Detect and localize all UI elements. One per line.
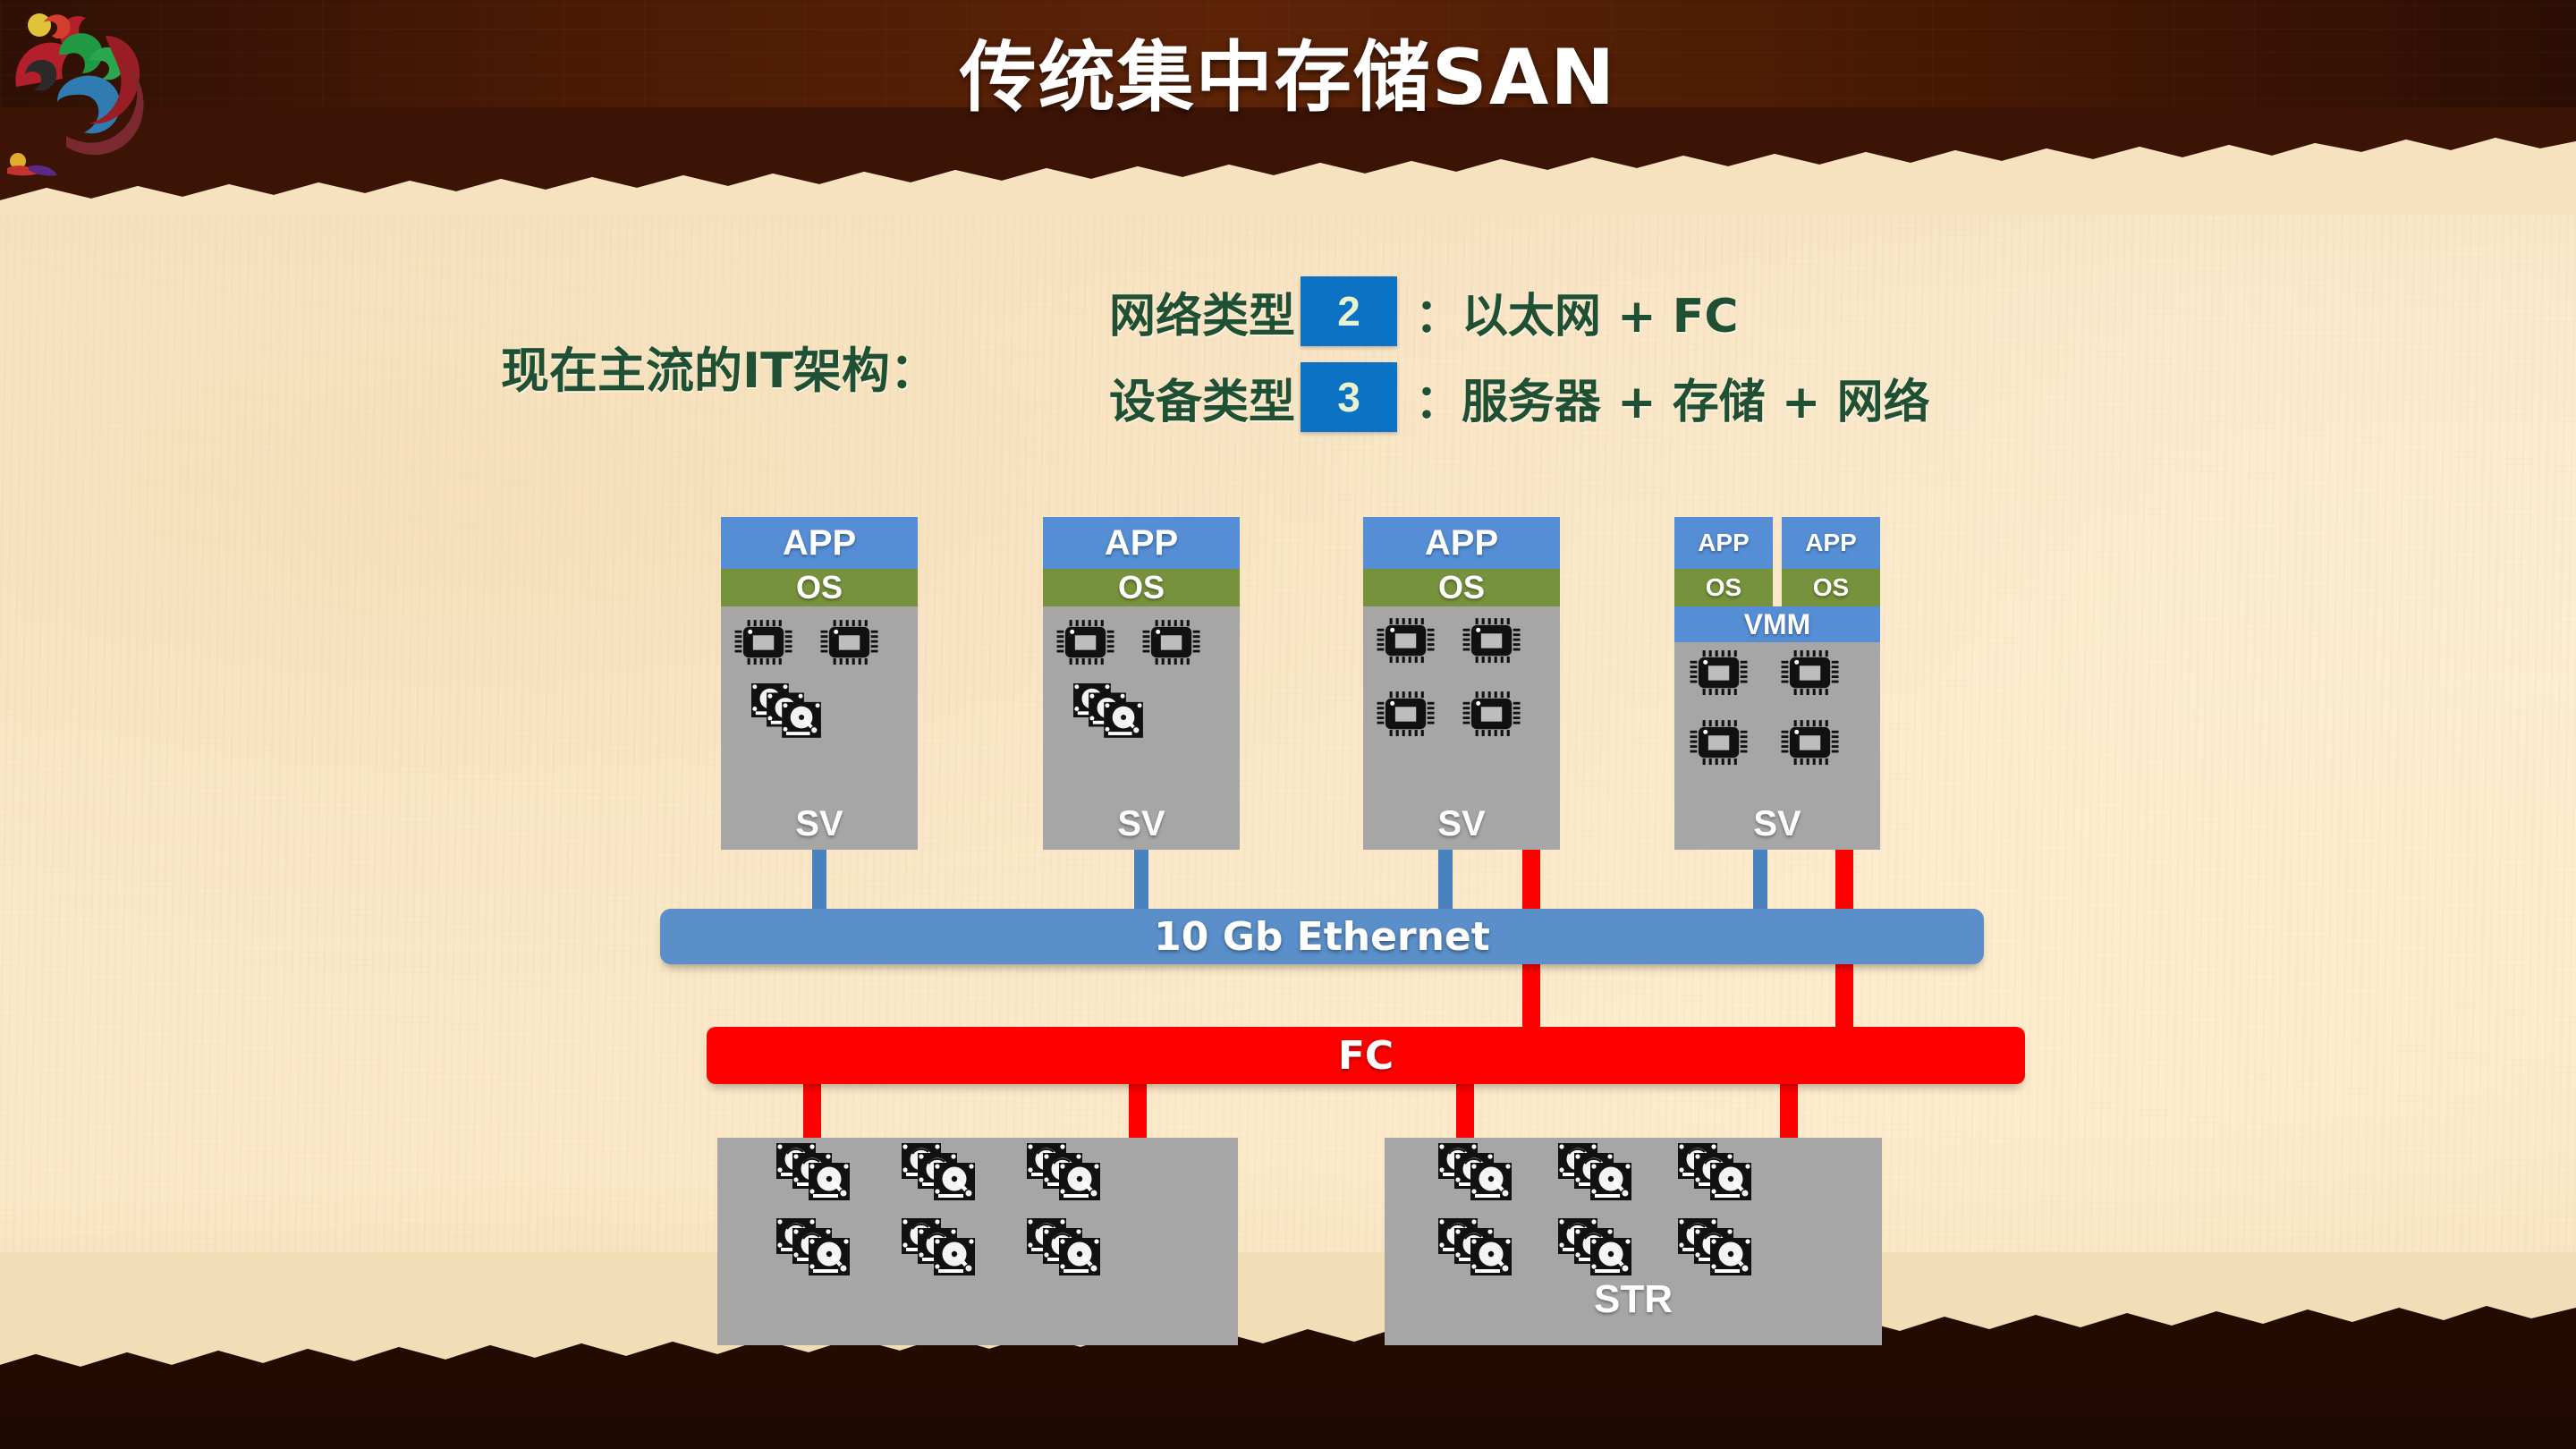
- server-4-vm-1: APP OS: [1674, 517, 1773, 606]
- fc-bus[interactable]: FC: [707, 1027, 2025, 1084]
- headline-text: 现在主流的IT架构：: [501, 343, 938, 399]
- storage-array-right-label: STR: [1594, 1277, 1673, 1321]
- server-2-hardware-icons: [1056, 620, 1200, 738]
- link-eth-server-2: [1134, 850, 1148, 909]
- server-1-chassis-label: SV: [795, 804, 843, 843]
- server-3-os-label: OS: [1363, 569, 1560, 606]
- server-2-os-label: OS: [1043, 569, 1240, 606]
- server-2[interactable]: APP OS: [1043, 517, 1240, 850]
- server-1-os-label: OS: [721, 569, 918, 606]
- fc-bus-label: FC: [1337, 1032, 1394, 1079]
- server-4-chassis: SV: [1674, 642, 1880, 850]
- link-fc-storage-left-a: [803, 1082, 821, 1141]
- spec-list: 网络类型 2 ：以太网 + FC 设备类型 3 ：服务器 + 存储 + 网络: [1109, 268, 1930, 440]
- server-3-chassis-label: SV: [1437, 804, 1486, 843]
- server-2-chassis: SV: [1043, 606, 1240, 850]
- server-4-vm-1-app-label: APP: [1674, 517, 1773, 569]
- spec-label-network: 网络类型: [1109, 289, 1296, 343]
- server-4-vm-2-os-label: OS: [1782, 569, 1880, 606]
- server-1-chassis: SV: [721, 606, 918, 850]
- spec-row-device: 设备类型 3 ：服务器 + 存储 + 网络: [1109, 354, 1930, 440]
- link-fc-storage-left-b: [1129, 1082, 1147, 1141]
- spec-label-device: 设备类型: [1109, 375, 1296, 429]
- storage-array-left[interactable]: [717, 1138, 1238, 1345]
- spec-text-device: 服务器 + 存储 + 网络: [1462, 375, 1930, 429]
- storage-array-right[interactable]: STR: [1385, 1138, 1882, 1345]
- slide-title: 传统集中存储SAN: [959, 33, 1617, 123]
- server-4-vm-2-app-label: APP: [1782, 517, 1880, 569]
- server-1[interactable]: APP OS: [721, 517, 918, 850]
- server-4-chassis-label: SV: [1753, 804, 1801, 843]
- ornamental-cloud-swirl-logo: [7, 13, 144, 176]
- server-4-vm-1-os-label: OS: [1674, 569, 1773, 606]
- ethernet-bus-label: 10 Gb Ethernet: [1154, 913, 1490, 960]
- link-eth-server-4: [1753, 850, 1767, 909]
- server-1-app-label: APP: [721, 517, 918, 569]
- storage-array-left-disk-icons: [717, 1138, 1238, 1345]
- spec-value-network: ：以太网 + FC: [1415, 278, 1738, 345]
- server-2-app-label: APP: [1043, 517, 1240, 569]
- torn-paper-top-edge: [0, 107, 2576, 215]
- link-eth-server-3: [1438, 850, 1453, 909]
- link-eth-server-1: [812, 850, 826, 909]
- server-4[interactable]: APP OS APP OS VMM: [1674, 517, 1880, 850]
- server-1-hardware-icons: [734, 620, 878, 738]
- server-3-app-label: APP: [1363, 517, 1560, 569]
- server-2-chassis-label: SV: [1117, 804, 1165, 843]
- spec-count-network: 2: [1301, 276, 1398, 346]
- link-fc-storage-right-b: [1780, 1082, 1798, 1141]
- spec-sep-network: ：: [1415, 289, 1462, 343]
- spec-value-device: ：服务器 + 存储 + 网络: [1415, 364, 1930, 431]
- server-4-cpu-icons: [1690, 650, 1839, 766]
- paper-sheet: [0, 134, 2576, 1342]
- server-4-vmm-label: VMM: [1674, 606, 1880, 642]
- torn-paper-bottom-edge: [0, 1252, 2576, 1386]
- paper-grain: [0, 134, 2576, 1342]
- spec-row-network: 网络类型 2 ：以太网 + FC: [1109, 268, 1930, 354]
- server-3[interactable]: APP OS: [1363, 517, 1560, 850]
- server-4-vm-2: APP OS: [1782, 517, 1880, 606]
- server-4-vm-gap: [1773, 517, 1782, 606]
- spec-count-device: 3: [1301, 362, 1398, 432]
- ethernet-bus[interactable]: 10 Gb Ethernet: [660, 909, 1984, 964]
- spec-sep-device: ：: [1415, 375, 1462, 429]
- spec-text-network: 以太网 + FC: [1462, 289, 1739, 343]
- server-3-chassis: SV: [1363, 606, 1560, 850]
- server-3-cpu-icons: [1377, 618, 1521, 737]
- server-4-vm-stacks: APP OS APP OS: [1674, 517, 1880, 606]
- link-fc-storage-right-a: [1456, 1082, 1474, 1141]
